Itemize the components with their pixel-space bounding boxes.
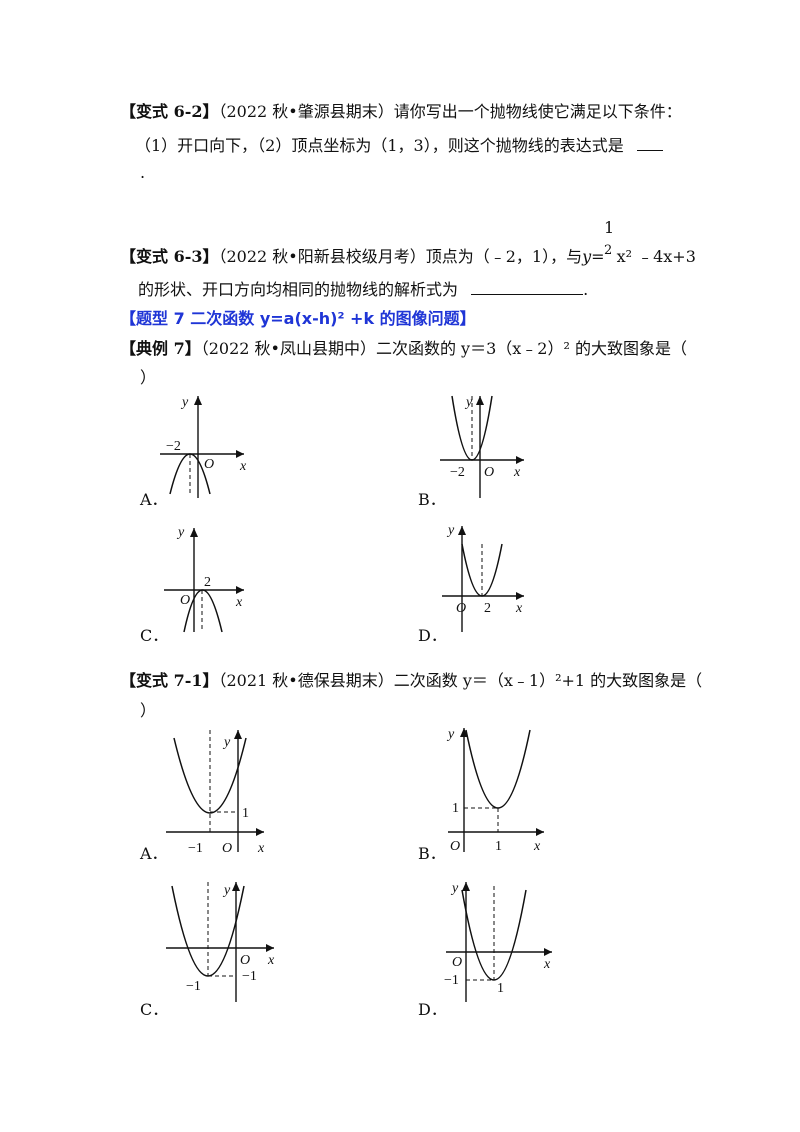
x-label: x [533, 839, 541, 854]
q63-source: （2022 秋•阳新县校级月考） [218, 247, 426, 266]
ex7-option-c[interactable]: C． [140, 626, 169, 645]
parabola-curve [461, 543, 503, 597]
q71-option-a[interactable]: A． [140, 844, 168, 863]
parabola-curve [461, 889, 527, 981]
origin-label: O [222, 841, 232, 856]
ex7-source: （2022 秋•凤山县期中） [200, 339, 376, 358]
q63-frac-num: 1 [604, 218, 615, 237]
origin-label: O [204, 457, 214, 472]
x-label: x [239, 459, 247, 474]
q71-stem: 二次函数 y＝（x﹣1）²+1 的大致图象是（ [393, 671, 703, 690]
y-label: y [446, 727, 455, 742]
q71-close-paren: ） [140, 701, 157, 720]
origin-label: O [180, 593, 190, 608]
q63-line2-text: 的形状、开口方向均相同的抛物线的解析式为 [138, 280, 459, 299]
ex7-option-d[interactable]: D． [418, 626, 447, 645]
tick-label-neg1-x: −1 [186, 979, 201, 994]
q71-tag: 【变式 7-1】 [120, 671, 219, 690]
tick-label-2: 2 [484, 601, 491, 616]
tick-label-1: 1 [497, 981, 504, 996]
tick-label-1: 1 [495, 839, 502, 854]
ex7-graph-a: y x O −2 [160, 395, 247, 498]
q63-line1: 【变式 6-3】（2022 秋•阳新县校级月考）顶点为（﹣2，1），与y= x² … [120, 243, 696, 267]
ex7-graph-b: y x O −2 [440, 395, 524, 498]
q63-frac-den: 2 [604, 243, 613, 258]
q71-option-d[interactable]: D． [418, 1000, 447, 1019]
ex7-tag: 【典例 7】 [120, 339, 201, 358]
y-label: y [180, 395, 189, 410]
parabola-curve [173, 737, 247, 814]
x-label: x [257, 841, 265, 856]
origin-label: O [456, 601, 466, 616]
ex7-option-a[interactable]: A． [140, 490, 168, 509]
ex7-graph-c: y x O 2 [164, 525, 244, 633]
parabola-curve [451, 395, 493, 461]
q62-answer-blank[interactable] [636, 138, 663, 151]
y-label: y [176, 525, 185, 540]
q71-source: （2021 秋•德保县期末） [218, 671, 394, 690]
origin-label: O [450, 839, 460, 854]
ex7-option-b[interactable]: B． [418, 490, 446, 509]
tick-label-neg2: −2 [450, 465, 465, 480]
q62-line2: （1）开口向下，（2）顶点坐标为（1，3），则这个抛物线的表达式是 [135, 132, 663, 156]
x-label: x [513, 465, 521, 480]
ex7-graph-d: y x O 2 [442, 523, 524, 632]
x-label: x [515, 601, 523, 616]
origin-label: O [452, 955, 462, 970]
x-label: x [235, 595, 243, 610]
q71-graph-b: y x O 1 1 [446, 727, 544, 854]
tick-label-1: 1 [242, 806, 249, 821]
q62-stem: 请你写出一个抛物线使它满足以下条件： [393, 102, 682, 121]
parabola-curve [183, 589, 223, 633]
y-label: y [222, 735, 231, 750]
parabola-curve [169, 453, 211, 495]
x-label: x [267, 953, 275, 968]
q71-option-b[interactable]: B． [418, 844, 446, 863]
q71-graph-c: y x O −1 −1 [166, 882, 275, 1002]
tick-label-neg1: −1 [444, 973, 459, 988]
y-label: y [222, 883, 231, 898]
ex7-line1: 【典例 7】（2022 秋•凤山县期中）二次函数的 y＝3（x﹣2）² 的大致图… [120, 335, 687, 359]
tick-label-neg1: −1 [188, 841, 203, 856]
ex7-stem: 二次函数的 y＝3（x﹣2）² 的大致图象是（ [375, 339, 687, 358]
q71-option-c[interactable]: C． [140, 1000, 169, 1019]
y-label: y [464, 395, 473, 410]
tick-label-2: 2 [204, 575, 211, 590]
q63-stem: 顶点为（﹣2，1），与 [425, 247, 583, 266]
parabola-curve [465, 729, 531, 809]
y-label: y [450, 881, 459, 896]
q63-end: . [583, 280, 589, 299]
q63-line2: 的形状、开口方向均相同的抛物线的解析式为 . [138, 276, 588, 300]
origin-label: O [240, 953, 250, 968]
q62-line1: 【变式 6-2】（2022 秋•肇源县期末）请你写出一个抛物线使它满足以下条件： [120, 98, 682, 122]
q63-answer-blank[interactable] [471, 282, 584, 295]
tick-label-neg2: −2 [166, 439, 181, 454]
q62-source: （2022 秋•肇源县期末） [218, 102, 394, 121]
tick-label-neg1-y: −1 [242, 969, 257, 984]
q63-tail: x² ﹣4x+3 [616, 247, 696, 266]
q71-graph-d: y x O −1 1 [444, 881, 552, 1002]
x-label: x [543, 957, 551, 972]
section-heading-7: 【题型 7 二次函数 y=a(x-h)² +k 的图像问题】 [120, 309, 476, 328]
q63-tag: 【变式 6-3】 [120, 247, 219, 266]
q62-conditions: （1）开口向下，（2）顶点坐标为（1，3），则这个抛物线的表达式是 [135, 136, 624, 155]
parabola-curve [171, 885, 245, 977]
tick-label-1-y: 1 [452, 801, 459, 816]
ex7-close-paren: ） [140, 368, 157, 387]
q71-line1: 【变式 7-1】（2021 秋•德保县期末）二次函数 y＝（x﹣1）²+1 的大… [120, 667, 702, 691]
q71-graph-a: y x O −1 1 [166, 730, 265, 856]
q62-tag: 【变式 6-2】 [120, 102, 219, 121]
origin-label: O [484, 465, 494, 480]
q62-end: . [140, 163, 146, 182]
y-label: y [446, 523, 455, 538]
q63-y-eq: y= [582, 247, 605, 266]
